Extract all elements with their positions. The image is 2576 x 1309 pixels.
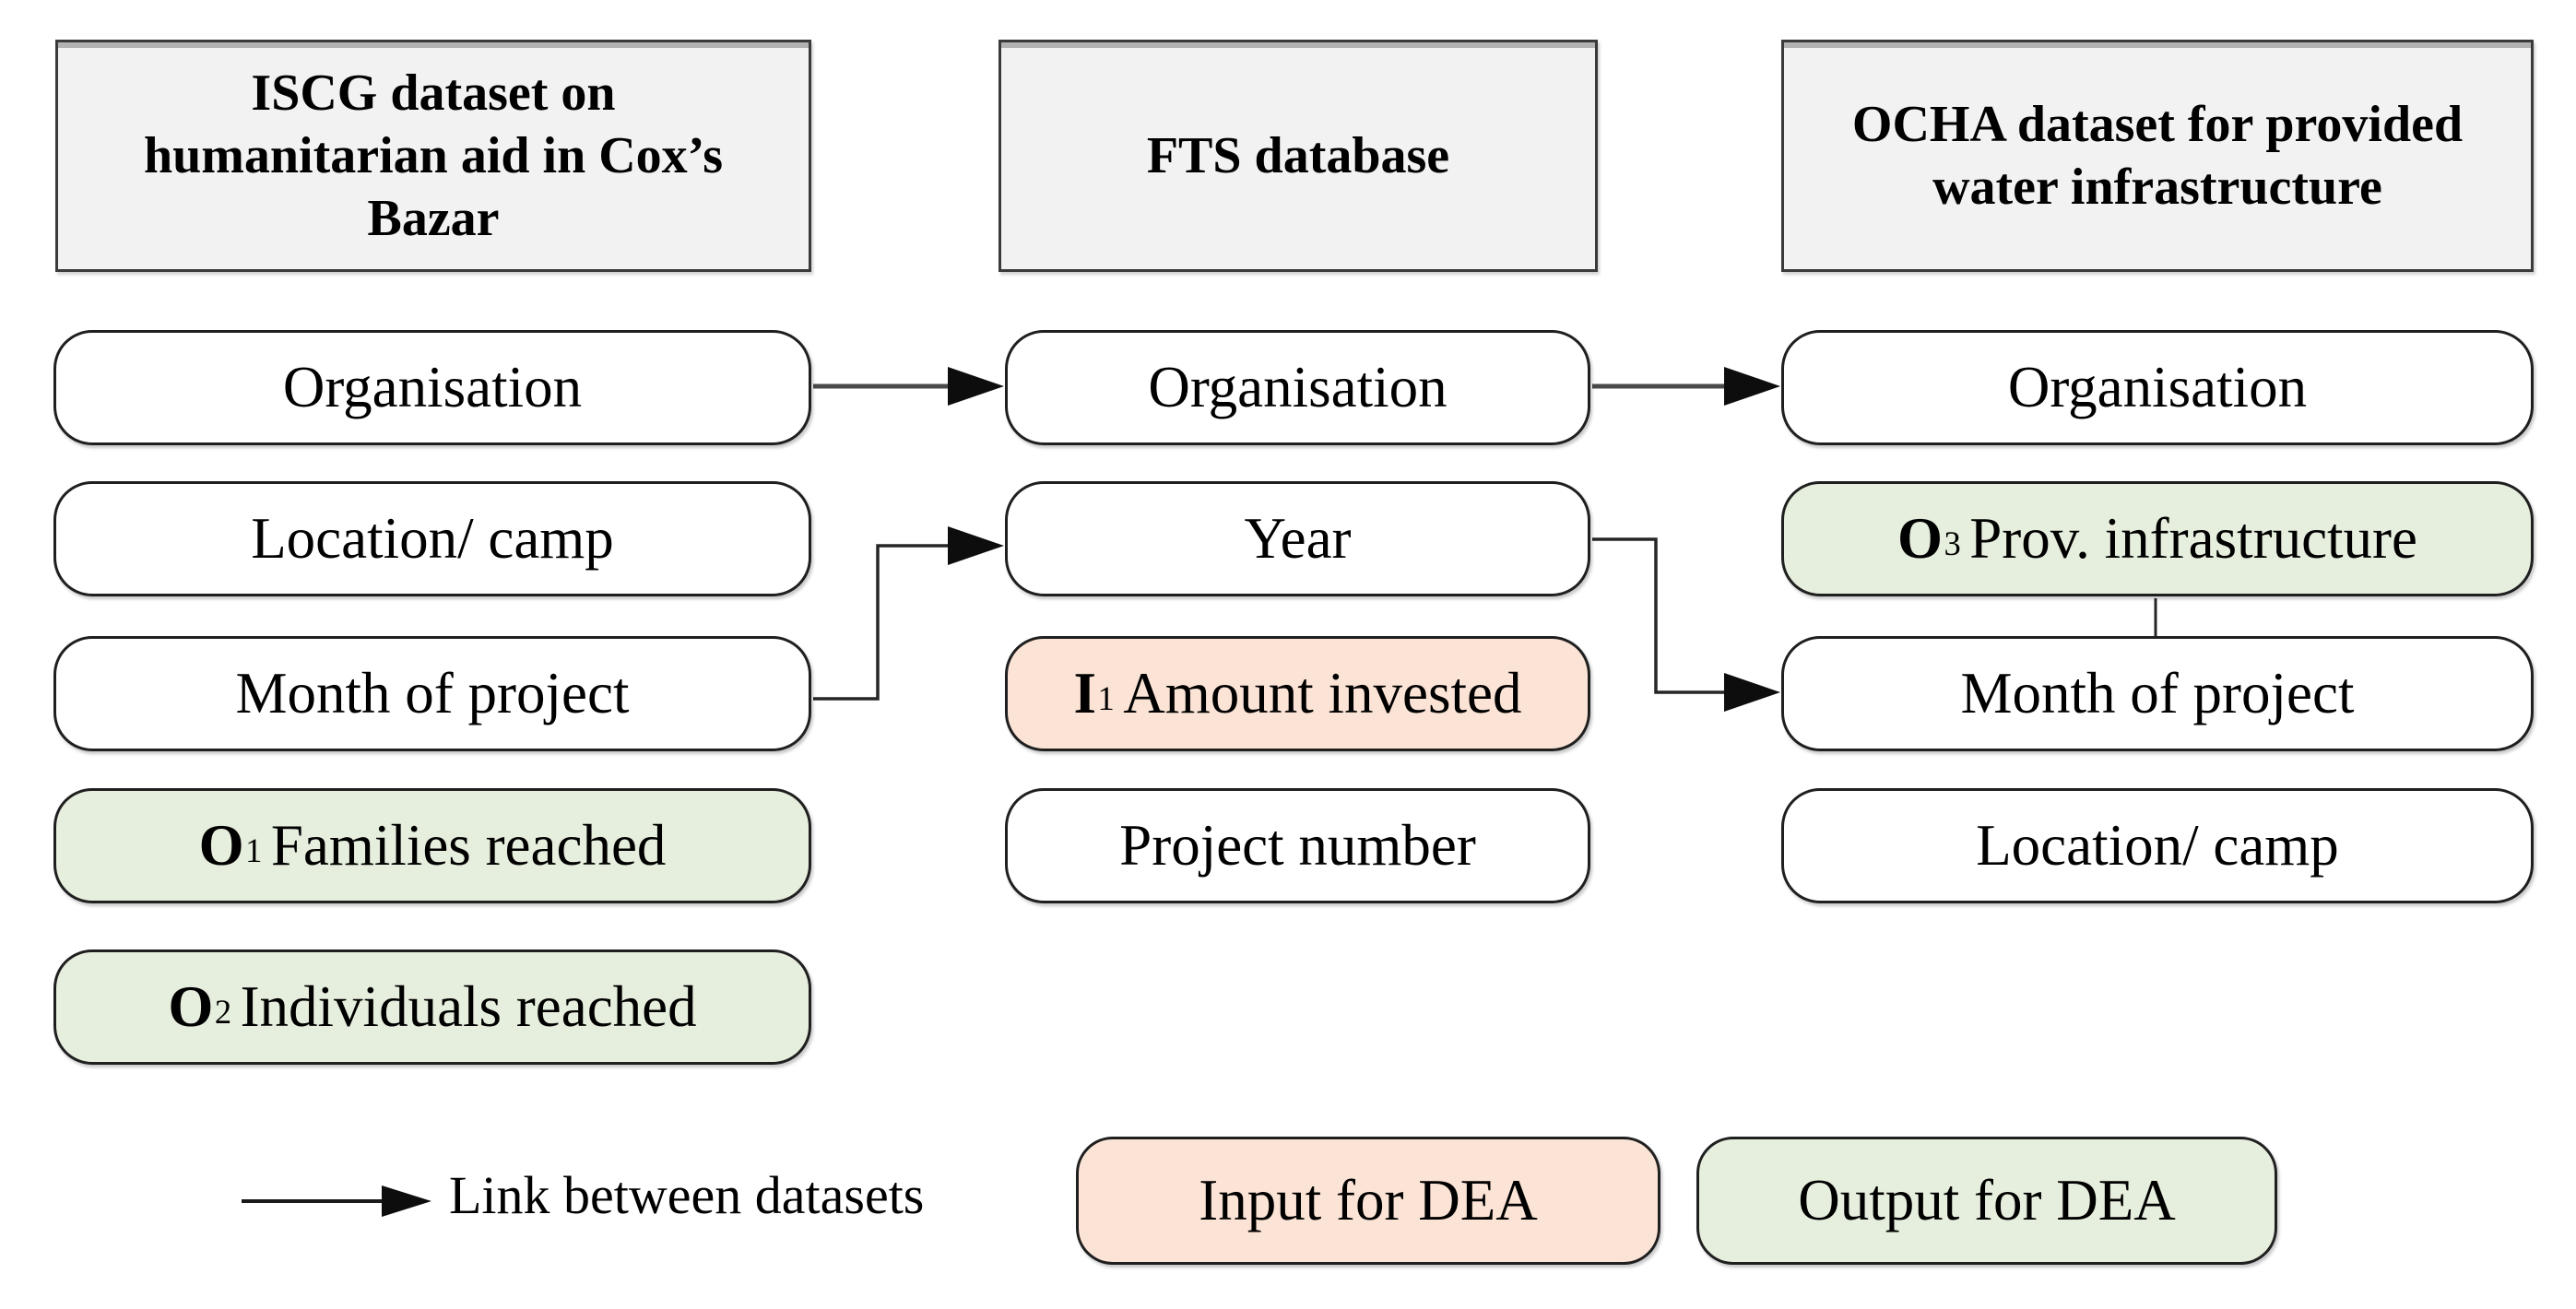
node-fts-project-number: Project number <box>1005 788 1590 903</box>
header-ocha-dataset: OCHA dataset for provided water infrastr… <box>1781 40 2534 272</box>
node-ocha-location-camp: Location/ camp <box>1781 788 2534 903</box>
arrow-organisation-fts-to-ocha <box>1592 367 1780 406</box>
node-label: Amount invested <box>1123 661 1522 725</box>
output-symbol: O <box>168 974 214 1039</box>
node-iscg-organisation: Organisation <box>53 330 811 445</box>
node-label: Families reached <box>270 813 667 878</box>
arrow-month-to-year-elbow <box>813 526 1004 701</box>
output-symbol: O <box>198 813 244 878</box>
node-iscg-location-camp: Location/ camp <box>53 481 811 596</box>
arrowhead-icon <box>382 1185 431 1217</box>
input-symbol: I <box>1073 661 1097 725</box>
header-fts-database: FTS database <box>998 40 1598 272</box>
node-ocha-month-of-project: Month of project <box>1781 636 2534 751</box>
arrowhead-icon <box>948 367 1004 406</box>
node-fts-year: Year <box>1005 481 1590 596</box>
legend-arrow-icon <box>242 1185 431 1217</box>
arrow-year-to-month-elbow <box>1592 537 1780 712</box>
legend-output-for-dea: Output for DEA <box>1696 1137 2277 1265</box>
node-label: Individuals reached <box>240 974 697 1039</box>
arrowhead-icon <box>948 526 1004 565</box>
legend-link-label: Link between datasets <box>449 1165 925 1225</box>
node-label: Prov. infrastructure <box>1969 506 2417 571</box>
arrow-organisation-iscg-to-fts <box>813 367 1004 406</box>
output-symbol: O <box>1897 506 1944 571</box>
arrowhead-icon <box>1724 367 1780 406</box>
legend-input-for-dea: Input for DEA <box>1076 1137 1660 1265</box>
node-fts-organisation: Organisation <box>1005 330 1590 445</box>
node-ocha-organisation: Organisation <box>1781 330 2534 445</box>
header-iscg-dataset: ISCG dataset on humanitarian aid in Cox’… <box>55 40 811 272</box>
node-iscg-month-of-project: Month of project <box>53 636 811 751</box>
arrowhead-icon <box>1724 673 1780 712</box>
